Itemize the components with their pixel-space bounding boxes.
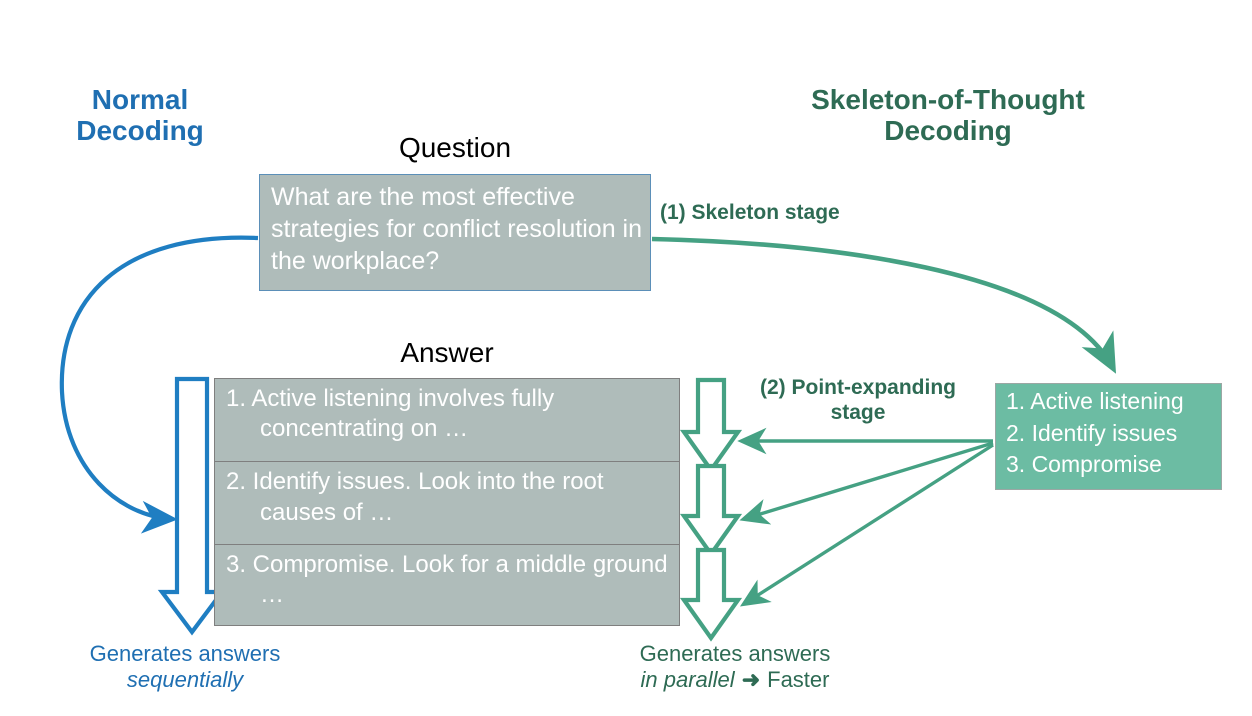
normal-decoding-footer-line1: Generates answers [89, 641, 281, 666]
skeleton-of-thought-title-line1: Skeleton-of-Thought [811, 84, 1085, 115]
skeleton-stage-label: (1) Skeleton stage [660, 201, 840, 224]
skeleton-list: 1. Active listening 2. Identify issues 3… [1006, 386, 1217, 481]
answer-row-text: 3. Compromise. Look for a middle ground … [226, 550, 668, 609]
normal-decoding-title-line2: Decoding [76, 115, 204, 147]
normal-decoding-footer-line2: sequentially [126, 667, 244, 693]
right-arrow-icon: ➜ [741, 667, 761, 693]
normal-decoding-title-line1: Normal [91, 84, 189, 115]
normal-decoding-footer: Generates answers sequentially [20, 641, 350, 694]
answer-row: 2. Identify issues. Look into the root c… [215, 461, 679, 543]
skeleton-list-item: 1. Active listening [1006, 388, 1184, 414]
footer-tail-text: Faster [767, 667, 830, 693]
point-expanding-link-3 [739, 443, 994, 607]
question-box: What are the most effective strategies f… [259, 174, 651, 291]
answer-row: 1. Active listening involves fully conce… [215, 379, 679, 461]
point-expanding-link-2 [739, 441, 994, 525]
answer-row-text: 1. Active listening involves fully conce… [226, 385, 555, 443]
point-expanding-hollow-arrow-3 [679, 547, 743, 642]
answer-row: 3. Compromise. Look for a middle ground … [215, 543, 679, 626]
skeleton-of-thought-title-line2: Decoding [884, 115, 1012, 147]
point-expanding-stage-label-line1: (2) Point-expanding [760, 376, 956, 399]
skeleton-of-thought-footer-line1: Generates answers [639, 641, 831, 666]
point-expanding-stage-label-line2: stage [830, 401, 886, 425]
skeleton-list-item: 2. Identify issues [1006, 419, 1178, 446]
answer-row-text: 2. Identify issues. Look into the root c… [226, 468, 604, 526]
question-label: Question [398, 132, 512, 163]
sequential-hollow-arrow [157, 376, 227, 636]
skeleton-list-item: 3. Compromise [1006, 451, 1162, 477]
answer-box: 1. Active listening involves fully conce… [214, 378, 680, 626]
answer-label: Answer [400, 337, 494, 368]
skeleton-of-thought-title: Skeleton-of-Thought Decoding [718, 84, 1178, 147]
skeleton-box: 1. Active listening 2. Identify issues 3… [995, 383, 1222, 490]
skeleton-stage-curve [651, 236, 1117, 374]
footer-italic-text: in parallel [640, 667, 735, 693]
skeleton-of-thought-footer-line2: in parallel➜Faster [570, 667, 900, 693]
point-expanding-hollow-arrow-2 [679, 463, 743, 558]
skeleton-of-thought-footer: Generates answers in parallel➜Faster [570, 641, 900, 694]
normal-decoding-title: Normal Decoding [20, 84, 260, 147]
point-expanding-stage-label: (2) Point-expanding stage [726, 375, 990, 425]
question-text: What are the most effective strategies f… [271, 183, 643, 275]
